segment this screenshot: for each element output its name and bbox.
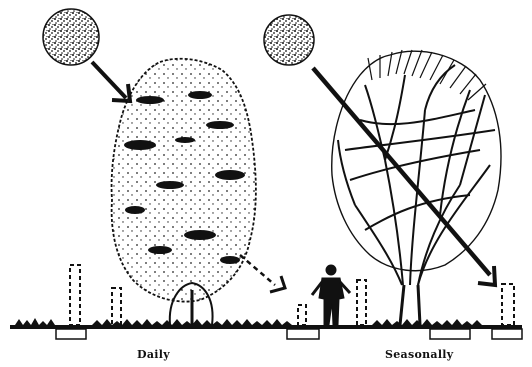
person-icon bbox=[312, 265, 350, 325]
deciduous-tree-icon bbox=[112, 59, 256, 325]
sun-icon bbox=[264, 15, 314, 65]
ground-line bbox=[10, 318, 522, 339]
caption-daily: Daily bbox=[137, 348, 170, 361]
shadow-arrow-icon bbox=[92, 62, 130, 101]
post-markers bbox=[357, 280, 514, 325]
sun-icon bbox=[43, 9, 99, 65]
caption-seasonally: Seasonally bbox=[385, 348, 453, 361]
shadow-arrow-icon bbox=[313, 68, 495, 285]
shadow-arrow-icon bbox=[240, 255, 285, 292]
